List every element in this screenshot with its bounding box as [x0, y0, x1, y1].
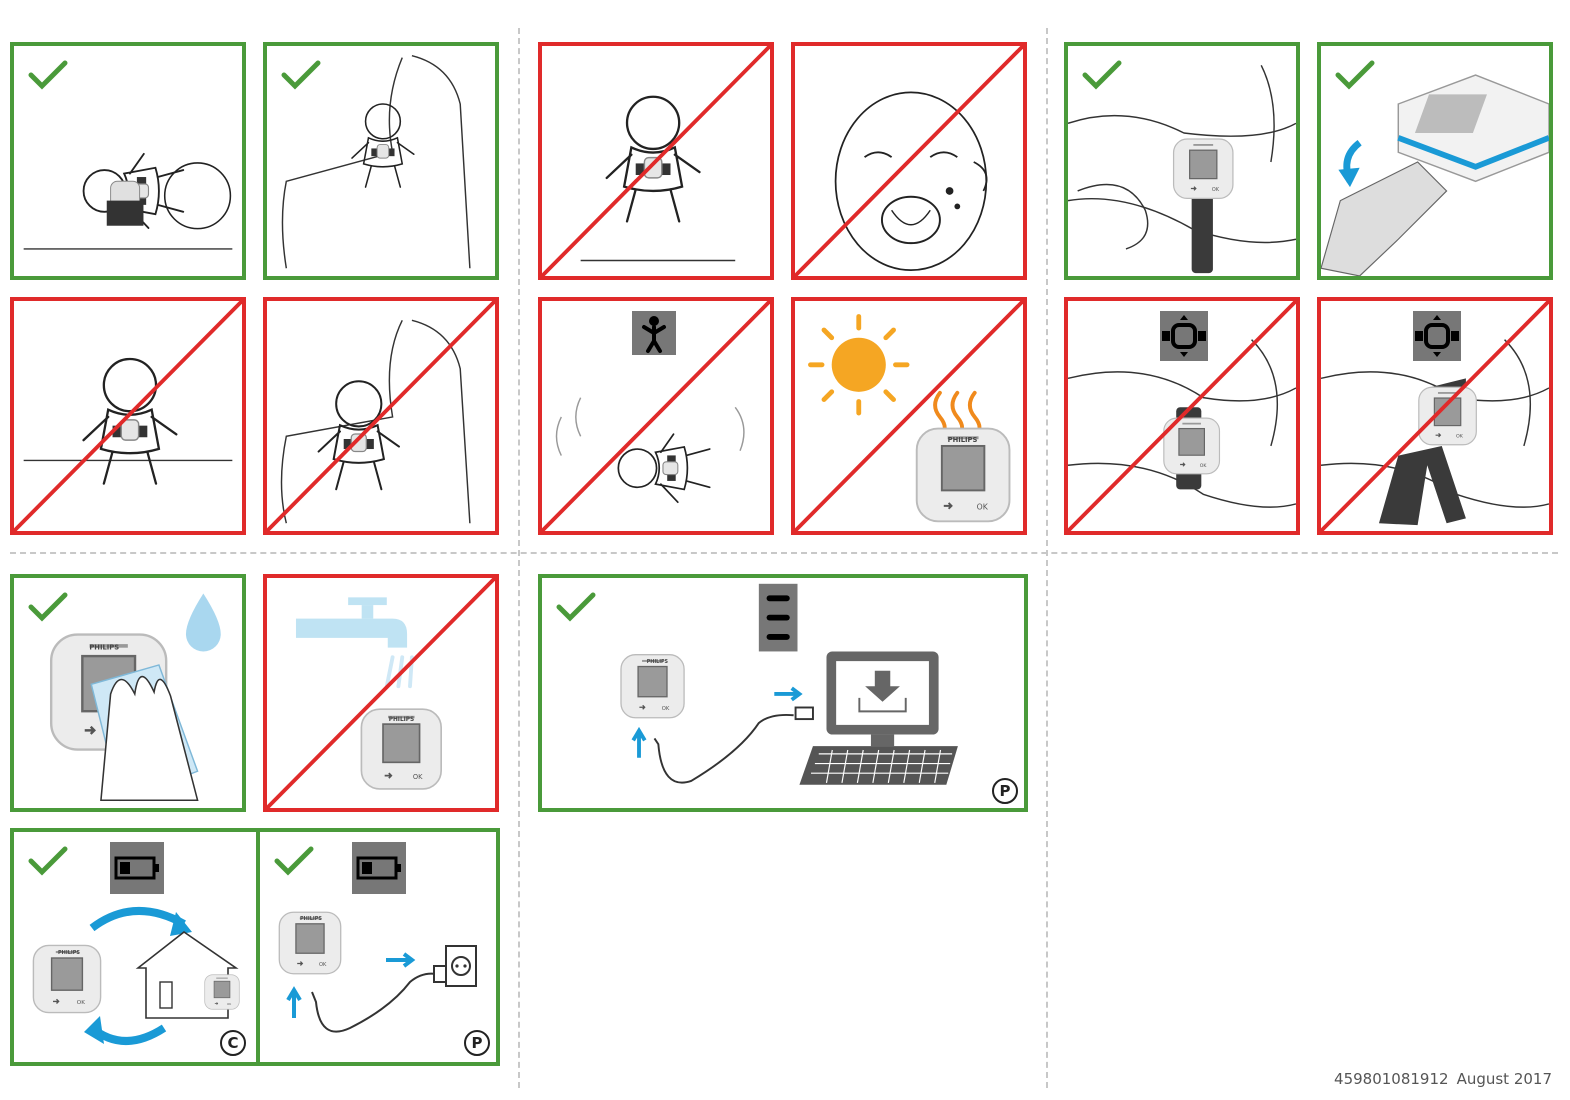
- baby-lying-illustration: [23, 152, 233, 250]
- panel-baby-sitting-on-lap: [263, 297, 499, 535]
- prohibited-slash-icon: [1321, 301, 1549, 531]
- svg-text:PHILIPS: PHILIPS: [647, 659, 669, 665]
- row-divider: [10, 552, 1558, 554]
- svg-text:PHILIPS: PHILIPS: [300, 916, 322, 922]
- protection-badge-icon: P: [992, 778, 1018, 804]
- water-drop-icon: [185, 593, 221, 652]
- svg-text:PHILIPS: PHILIPS: [948, 436, 978, 444]
- baby-held-illustration: [281, 54, 471, 269]
- keyboard-icon: [799, 746, 958, 785]
- toddler-standing-illustration: [580, 95, 736, 262]
- panel-charge-rotate: PHILIPS C: [14, 832, 256, 1062]
- prohibited-slash-icon: [14, 301, 242, 531]
- wall-outlet-icon: [445, 945, 477, 987]
- panel-charge-group: PHILIPS C PHILIPS: [10, 828, 500, 1066]
- faucet-icon: [295, 597, 408, 648]
- document-date: August 2017: [1456, 1070, 1552, 1088]
- band-fit-icon: [1413, 311, 1461, 361]
- panel-sun-heat-exposure: PHILIPS: [791, 297, 1027, 535]
- baby-sitting-illustration: [23, 357, 233, 486]
- panel-attach-strap-to-device: [1317, 42, 1553, 280]
- document-footer: 459801081912 August 2017: [1326, 1070, 1552, 1088]
- panel-baby-crying: [791, 42, 1027, 280]
- svg-text:PHILIPS: PHILIPS: [58, 950, 80, 956]
- panel-baby-lying-with-sensor: [10, 42, 246, 280]
- prohibited-slash-icon: [267, 578, 495, 808]
- panel-baby-held-with-sensor: [263, 42, 499, 280]
- svg-text:PHILIPS: PHILIPS: [89, 644, 119, 652]
- panel-toddler-standing: [538, 42, 774, 280]
- misplaced-band-illustration: [1321, 339, 1549, 526]
- movement-icon: [632, 311, 676, 355]
- panel-connect-to-computer: PHILIPS P: [538, 574, 1028, 812]
- crying-baby-illustration: [834, 91, 988, 272]
- strap-attach-illustration: [1321, 74, 1549, 276]
- prohibited-slash-icon: [542, 46, 770, 276]
- panel-sensor-on-thigh-band: [1064, 42, 1300, 280]
- wipe-clean-illustration: PHILIPS: [49, 593, 221, 802]
- prohibited-slash-icon: [795, 46, 1023, 276]
- document-number: 459801081912: [1334, 1070, 1449, 1088]
- panel-baby-moving: [538, 297, 774, 535]
- panel-band-misplaced: [1317, 297, 1553, 535]
- svg-text:PHILIPS: PHILIPS: [389, 717, 414, 723]
- panel-divider: [256, 832, 260, 1062]
- panel-wipe-clean: PHILIPS: [10, 574, 246, 812]
- loose-band-illustration: [1068, 339, 1296, 508]
- battery-low-icon: [352, 842, 406, 894]
- band-fit-icon: [1160, 311, 1208, 361]
- data-transfer-icon: [758, 583, 798, 652]
- panel-band-too-loose: [1064, 297, 1300, 535]
- battery-low-icon: [110, 842, 164, 894]
- prohibited-slash-icon: [542, 301, 770, 531]
- sun-icon: [808, 314, 910, 416]
- prohibited-slash-icon: [1068, 301, 1296, 531]
- computer-connection-illustration: PHILIPS: [620, 583, 958, 785]
- panel-no-running-water: PHILIPS: [263, 574, 499, 812]
- thigh-band-illustration: [1068, 65, 1296, 274]
- outlet-charging-illustration: PHILIPS: [278, 911, 477, 1033]
- charge-rotate-illustration: PHILIPS: [32, 906, 240, 1045]
- prohibited-slash-icon: [267, 301, 495, 531]
- column-divider: [1046, 28, 1048, 1088]
- panel-charge-from-outlet: PHILIPS P: [260, 832, 496, 1062]
- baby-on-lap-illustration: [280, 319, 471, 524]
- computer-monitor-icon: [826, 651, 939, 747]
- panel-baby-sitting: [10, 297, 246, 535]
- moving-baby-illustration: [555, 397, 745, 504]
- sun-heat-illustration: PHILIPS: [808, 314, 1011, 523]
- prohibited-slash-icon: [795, 301, 1023, 531]
- protection-badge-icon: P: [464, 1030, 490, 1056]
- column-divider: [518, 28, 520, 1088]
- charging-badge-icon: C: [220, 1030, 246, 1056]
